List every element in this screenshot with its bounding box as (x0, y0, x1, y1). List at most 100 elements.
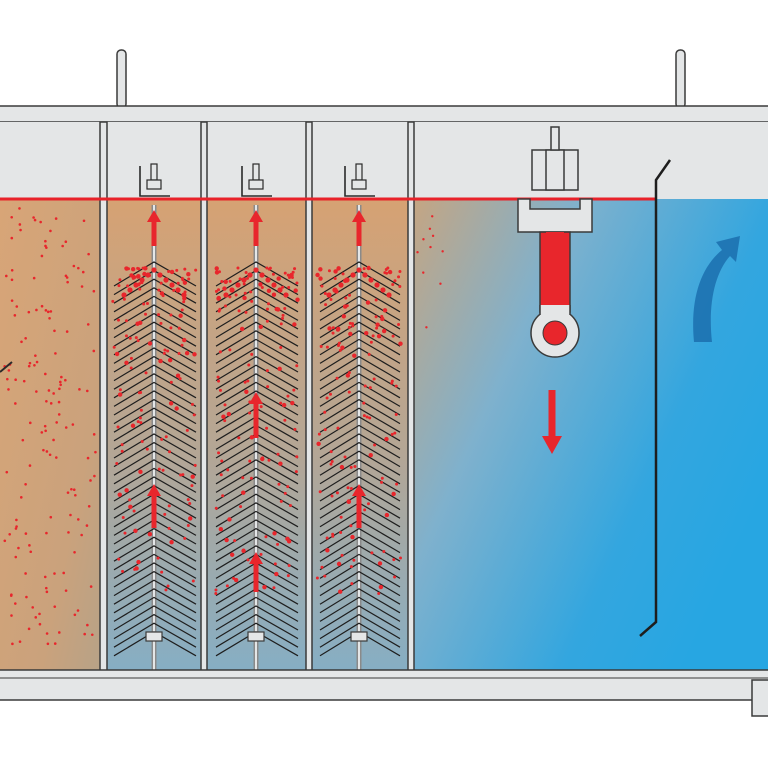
sludge-particles (3, 207, 444, 646)
particle (112, 345, 116, 349)
particle (318, 490, 322, 494)
particle (73, 550, 76, 554)
lamella-plate (113, 321, 197, 347)
lamella-plate (113, 613, 197, 640)
particle (318, 276, 323, 281)
particle (93, 474, 96, 478)
particle (133, 282, 139, 288)
lamella-plate (113, 355, 197, 382)
particle (194, 268, 198, 272)
air-space (0, 122, 768, 199)
particle (246, 379, 250, 383)
particle (393, 279, 397, 283)
particle (49, 229, 52, 233)
particle (232, 576, 236, 580)
particle (28, 421, 32, 425)
particle (174, 406, 179, 411)
particle (120, 449, 124, 453)
lamella-plate (319, 312, 401, 339)
particle (64, 378, 67, 382)
particle (266, 385, 270, 389)
particle (351, 322, 355, 326)
particle (223, 292, 229, 298)
particle (10, 215, 13, 219)
particle (169, 326, 173, 330)
particle (175, 268, 179, 272)
particle (249, 435, 255, 440)
particle (186, 498, 190, 502)
particle (333, 276, 337, 280)
particle (134, 336, 138, 340)
particle (292, 388, 296, 392)
particle (18, 207, 21, 210)
particle (329, 392, 333, 396)
particle (72, 264, 76, 268)
particle (380, 314, 384, 318)
particle (157, 272, 163, 278)
lamella-plate (113, 596, 197, 622)
particle (277, 482, 281, 486)
wall-4 (407, 121, 415, 673)
particle (350, 272, 356, 278)
arrow-up-icon (249, 210, 263, 246)
particle (245, 276, 249, 280)
particle (336, 267, 340, 271)
particle (390, 381, 394, 385)
particle (338, 282, 344, 288)
particle (124, 488, 129, 493)
particle (394, 384, 398, 388)
particle (122, 297, 126, 301)
particle (169, 540, 174, 545)
particle (225, 584, 229, 588)
particle (40, 254, 44, 258)
particle (394, 413, 398, 417)
particle (47, 389, 51, 392)
particle (431, 234, 435, 238)
particle (157, 313, 161, 317)
particle (177, 352, 181, 356)
particle (145, 447, 149, 451)
particle (228, 348, 232, 352)
particle (227, 517, 232, 522)
arrow-up-icon (147, 484, 161, 528)
particle (117, 492, 122, 497)
particle (52, 438, 55, 442)
lamella-plate (215, 596, 299, 622)
particle (164, 588, 168, 592)
particle (186, 524, 190, 528)
lamella-pack-2 (214, 205, 300, 672)
particle (214, 506, 218, 510)
particle (70, 487, 73, 491)
particle (344, 296, 348, 300)
lamella-plate (215, 381, 299, 407)
particle (92, 349, 96, 353)
particle (244, 271, 248, 275)
particle (167, 269, 171, 273)
lamella-plate (113, 467, 197, 493)
particle (295, 455, 299, 459)
particle (124, 360, 129, 365)
particle (222, 286, 227, 291)
lamella-plate (319, 467, 401, 493)
particle (121, 569, 125, 573)
lamella-plate (113, 579, 197, 605)
lamella-plate (215, 330, 299, 356)
particle (183, 267, 187, 271)
particle (45, 399, 48, 403)
particle (347, 390, 351, 394)
particle (393, 431, 397, 435)
lamella-plate (113, 553, 197, 579)
lifting-lug-left (116, 49, 127, 109)
particle (193, 463, 197, 467)
particle (220, 459, 224, 463)
particle (281, 316, 285, 320)
particle (55, 456, 58, 459)
particle (128, 498, 132, 502)
particle (178, 377, 182, 381)
lamella-plate (215, 622, 299, 648)
particle (184, 350, 190, 356)
particle (78, 388, 81, 391)
lamella-plates (111, 205, 403, 672)
particle (241, 490, 246, 495)
particle (247, 363, 251, 367)
